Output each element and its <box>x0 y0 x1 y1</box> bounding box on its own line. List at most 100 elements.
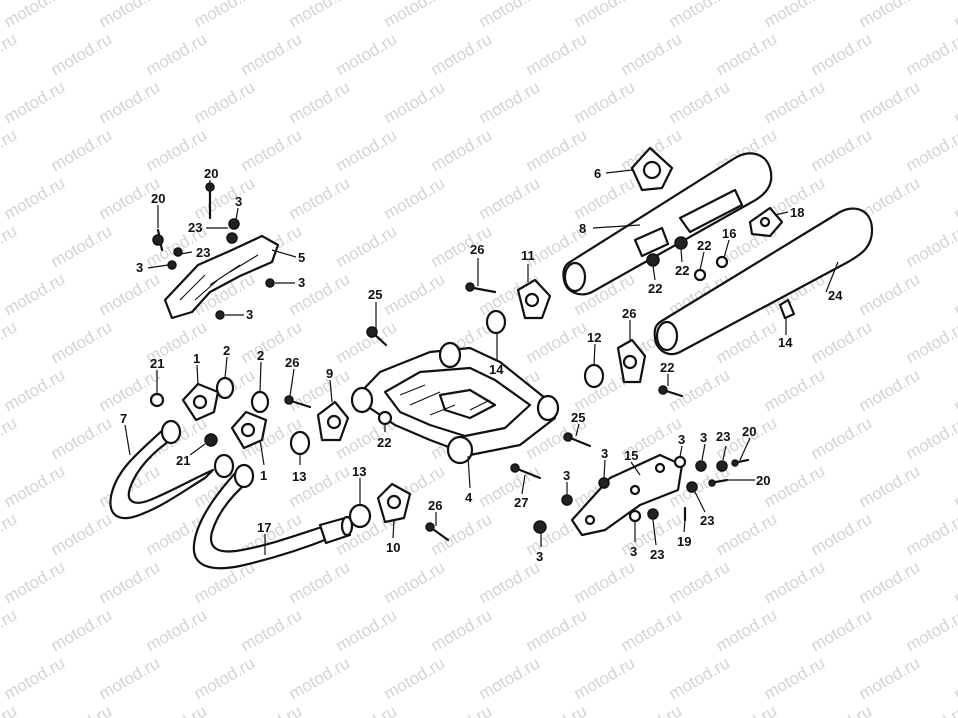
clamp-12 <box>616 338 647 384</box>
watermark-text: motod.ru <box>951 0 958 31</box>
watermark-text: motod.ru <box>951 365 958 415</box>
watermark-text: motod.ru <box>808 413 876 463</box>
sleeve-13-lower <box>348 503 372 529</box>
watermark-text: motod.ru <box>333 125 401 175</box>
watermark-text: motod.ru <box>571 173 639 223</box>
watermark-text: motod.ru <box>286 0 354 31</box>
watermark-text: motod.ru <box>286 77 354 127</box>
watermark-text: motod.ru <box>428 221 496 271</box>
watermark-text: motod.ru <box>191 0 259 31</box>
watermark-text: motod.ru <box>666 77 734 127</box>
callout-27: 27 <box>514 495 528 510</box>
callout-14-right: 12 <box>587 330 601 345</box>
watermark-text: motod.ru <box>286 365 354 415</box>
watermark-text: motod.ru <box>0 605 20 655</box>
watermark-text: motod.ru <box>903 29 958 79</box>
callout-23-e: 23 <box>650 547 664 562</box>
watermark-text: motod.ru <box>856 557 924 607</box>
callout-12: 26 <box>622 306 636 321</box>
watermark-text: motod.ru <box>903 413 958 463</box>
callout-6: 6 <box>594 166 601 181</box>
watermark-text: motod.ru <box>48 221 116 271</box>
callout-25-top: 25 <box>368 287 382 302</box>
watermark-text: motod.ru <box>903 317 958 367</box>
watermark-text: motod.ru <box>428 125 496 175</box>
watermark-text: motod.ru <box>808 29 876 79</box>
watermark-text: motod.ru <box>761 0 829 31</box>
callout-14-left: 14 <box>489 362 504 377</box>
callout-8: 8 <box>579 221 586 236</box>
callout-20-left: 20 <box>151 191 165 206</box>
callout-20-right: 20 <box>756 473 770 488</box>
watermark-text: motod.ru <box>0 125 20 175</box>
callout-10: 10 <box>386 540 400 555</box>
callout-16: 18 <box>790 205 804 220</box>
sleeve-13-upper <box>289 430 311 456</box>
callout-3-left: 3 <box>136 260 143 275</box>
watermark-text: motod.ru <box>666 365 734 415</box>
callout-23-a: 23 <box>188 220 202 235</box>
watermark-text: motod.ru <box>96 653 164 703</box>
watermark-text: motod.ru <box>571 77 639 127</box>
watermark-text: motod.ru <box>761 653 829 703</box>
flange-1-right <box>230 410 268 450</box>
watermark-text: motod.ru <box>381 653 449 703</box>
watermark-text: motod.ru <box>856 461 924 511</box>
watermark-text: motod.ru <box>333 221 401 271</box>
watermark-text: motod.ru <box>0 221 20 271</box>
watermark-text: motod.ru <box>48 605 116 655</box>
clamp-11 <box>516 278 552 320</box>
watermark-text: motod.ru <box>333 701 401 718</box>
watermark-text: motod.ru <box>96 269 164 319</box>
callout-3-b2: 3 <box>563 468 570 483</box>
callout-5: 5 <box>298 250 305 265</box>
watermark-text: motod.ru <box>381 557 449 607</box>
watermark-text: motod.ru <box>0 317 20 367</box>
callout-26-top: 26 <box>470 242 484 257</box>
watermark-text: motod.ru <box>666 557 734 607</box>
callout-20-right-top: 20 <box>742 424 756 439</box>
watermark-text: motod.ru <box>143 29 211 79</box>
watermark-text: motod.ru <box>903 221 958 271</box>
watermark-text: motod.ru <box>666 0 734 31</box>
watermark-text: motod.ru <box>286 173 354 223</box>
watermark-text: motod.ru <box>856 269 924 319</box>
watermark-text: motod.ru <box>286 557 354 607</box>
watermark-text: motod.ru <box>333 29 401 79</box>
watermark-text: motod.ru <box>191 77 259 127</box>
watermark-text: motod.ru <box>428 701 496 718</box>
callout-23-d: 23 <box>700 513 714 528</box>
watermark-text: motod.ru <box>96 0 164 31</box>
watermark-text: motod.ru <box>903 509 958 559</box>
watermark-text: motod.ru <box>1 77 69 127</box>
callout-1-bottom: 1 <box>260 468 267 483</box>
watermark-text: motod.ru <box>951 653 958 703</box>
watermark-text: motod.ru <box>856 653 924 703</box>
watermark-text: motod.ru <box>856 0 924 31</box>
watermark-text: motod.ru <box>48 29 116 79</box>
watermark-text: motod.ru <box>0 413 20 463</box>
watermark-text: motod.ru <box>1 557 69 607</box>
watermark-text: motod.ru <box>903 125 958 175</box>
watermark-text: motod.ru <box>48 509 116 559</box>
heat-shield-15 <box>570 453 684 537</box>
watermark-text: motod.ru <box>1 0 69 31</box>
watermark-text: motod.ru <box>618 701 686 718</box>
callout-25-bottom: 25 <box>571 410 585 425</box>
watermark-text: motod.ru <box>381 0 449 31</box>
watermark-text: motod.ru <box>333 605 401 655</box>
callout-13-upper: 13 <box>292 469 306 484</box>
watermark-text: motod.ru <box>476 0 544 31</box>
exhaust-pipe-7 <box>109 419 235 520</box>
watermark-text: motod.ru <box>143 701 211 718</box>
watermark-text: motod.ru <box>951 269 958 319</box>
watermark-text: motod.ru <box>808 605 876 655</box>
watermark-text: motod.ru <box>1 461 69 511</box>
watermark-text: motod.ru <box>856 77 924 127</box>
callout-23-c: 23 <box>716 429 730 444</box>
callout-21-top: 21 <box>150 356 164 371</box>
watermark-text: motod.ru <box>523 701 591 718</box>
callout-2-a: 2 <box>223 343 230 358</box>
